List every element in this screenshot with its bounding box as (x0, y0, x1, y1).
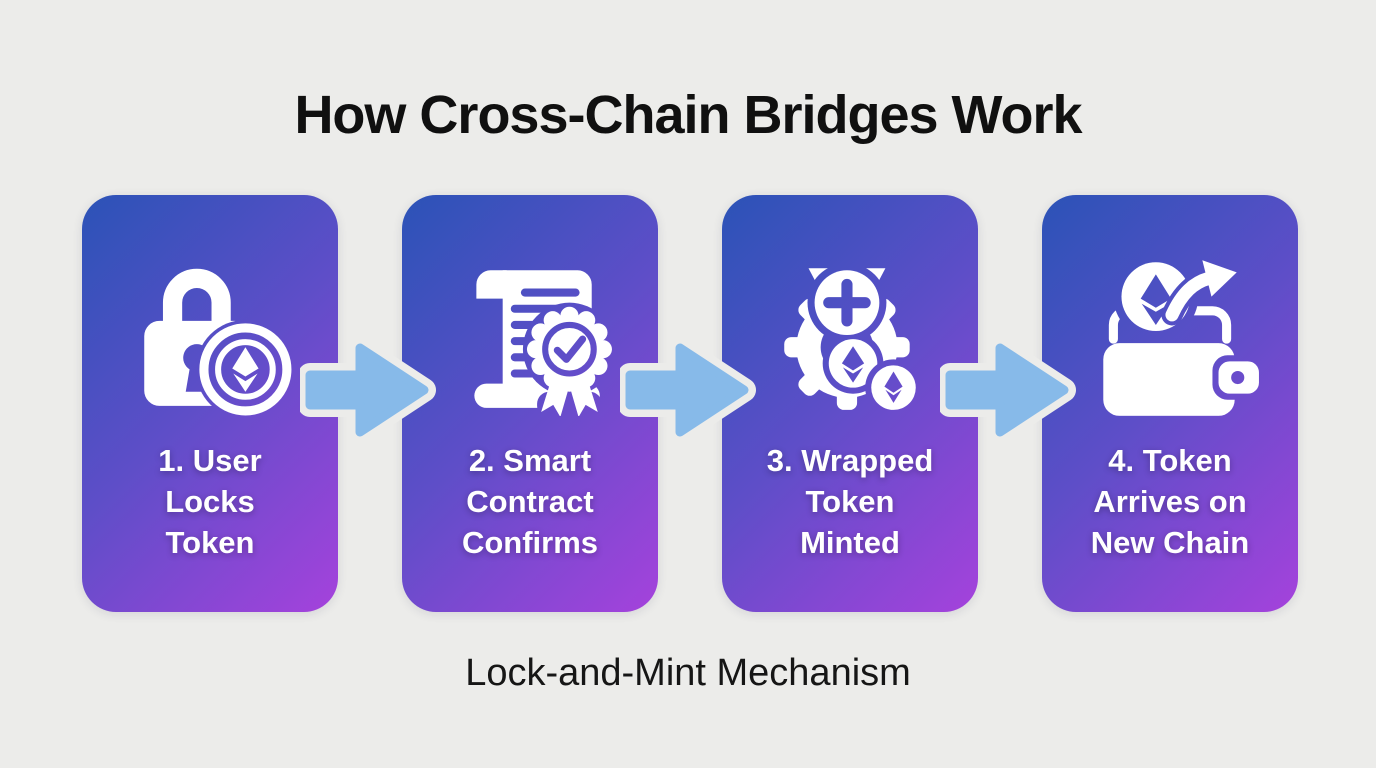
step-label-2: 2. Smart Contract Confirms (461, 443, 599, 560)
page-title: How Cross-Chain Bridges Work (294, 85, 1082, 145)
step-label-4: 4. Token Arrives on New Chain (1090, 443, 1250, 560)
step-card-3: 3. Wrapped Token Minted (722, 195, 978, 612)
lock-with-eth-coin-icon (115, 237, 305, 423)
mint-gear-eth-coins-icon (755, 237, 945, 423)
contract-verified-badge-icon (435, 237, 625, 423)
subtitle-caption: Lock-and-Mint Mechanism (465, 652, 911, 694)
wallet-receive-eth-icon (1075, 237, 1265, 423)
arrow-right-icon (618, 328, 760, 452)
step-label-1: 1. User Locks Token (158, 443, 262, 560)
arrow-right-icon (938, 328, 1080, 452)
arrow-right-icon (298, 328, 440, 452)
step-label-3: 3. Wrapped Token Minted (766, 443, 934, 560)
step-card-4: 4. Token Arrives on New Chain (1042, 195, 1298, 612)
step-card-2: 2. Smart Contract Confirms (402, 195, 658, 612)
step-card-1: 1. User Locks Token (82, 195, 338, 612)
